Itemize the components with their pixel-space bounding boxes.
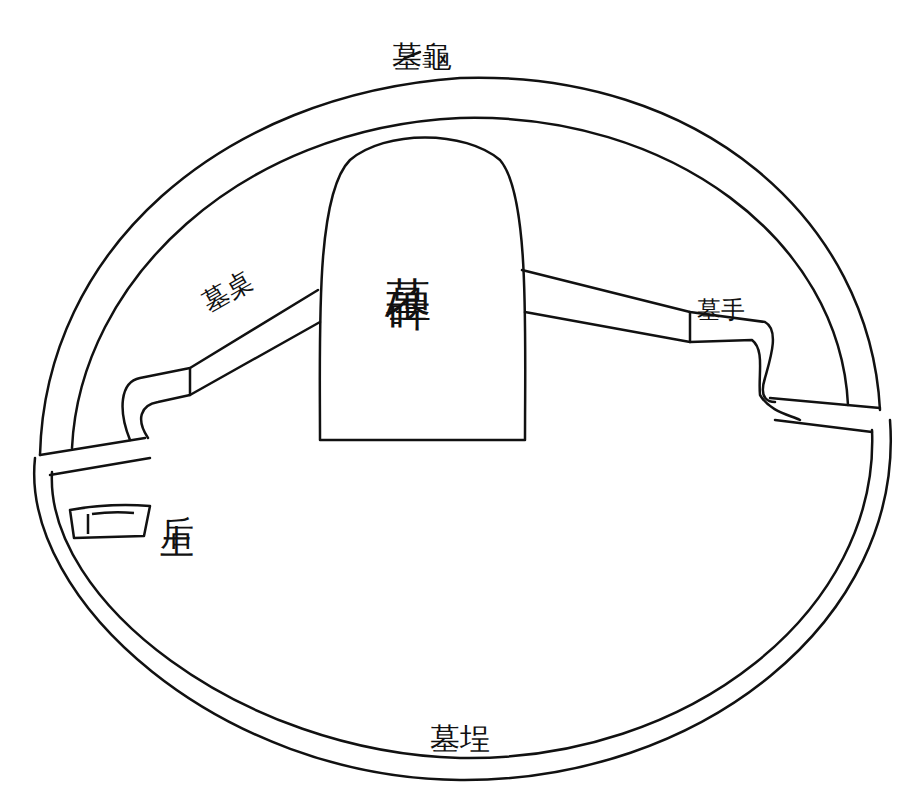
right-arm-line <box>525 312 800 420</box>
node-label: 墓碑 <box>383 240 434 260</box>
part-name: 墓埕 <box>430 722 490 755</box>
tombstone: 墓碑 <box>315 135 530 443</box>
part-name: 墓桌 <box>198 266 257 317</box>
earth-god-shrine-path <box>70 505 150 538</box>
part-name: 墓手 <box>697 297 745 323</box>
front-edge-line <box>50 458 150 475</box>
tombstone-outline <box>315 135 530 443</box>
court-outer-line <box>34 420 891 780</box>
left-arm-line <box>123 290 318 440</box>
front-edge-line <box>770 398 880 408</box>
mound-outer-line <box>40 78 880 455</box>
tombstone-path <box>320 138 526 441</box>
right-arm-line <box>522 270 775 402</box>
court-inner-line <box>52 430 872 758</box>
right-arm-line <box>689 312 692 342</box>
front-edge-line <box>775 420 872 432</box>
part-name: 墓龜 <box>392 40 452 73</box>
node-label: 后土 <box>158 488 195 508</box>
left-arm-line <box>141 322 320 438</box>
earth-god-shrine: 后土 <box>62 488 212 558</box>
mound-inner-line <box>72 118 848 448</box>
left-arm-line <box>189 368 192 395</box>
